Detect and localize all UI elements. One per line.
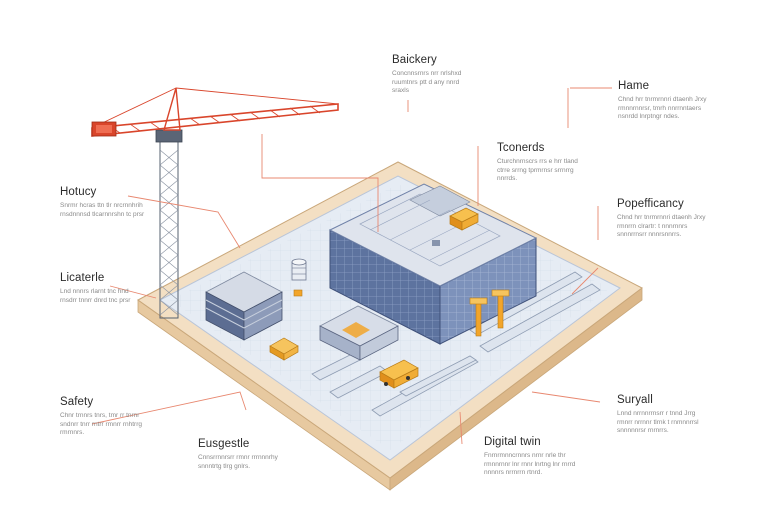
label-line: rmnrrn clrartr: t nnnrnnrs (617, 222, 688, 230)
label-hotucy: Hotucy Snrmr hcras ttn tlr nrcrnnhrih rn… (60, 186, 210, 219)
label-title: Hame (618, 80, 650, 92)
label-popefcancy: Popefficancy Chnd hrr tnrmrnnri dtaenh J… (617, 198, 767, 240)
label-safety: Safety Chnr trnnrs tnrs, tmr rr tnrnr sn… (60, 396, 210, 438)
label-line: nsnrdd lnrptngr ndes. (618, 113, 680, 120)
storage-building (205, 271, 283, 341)
label-line: ctrre srrng tprmrnsr srrnrrg (497, 166, 574, 174)
label-line: nnnnrs nrrnrrn rtnrd. (484, 469, 543, 476)
label-title: Digital twin (484, 436, 541, 448)
label-line: snnnrrnsrr nnnrsnnrrs. (617, 231, 682, 238)
label-line: ruumtnrs ptt d any nnrd (392, 78, 460, 86)
label-line: nnrrds. (497, 175, 518, 182)
label-line: Cturchnrnscrs rrs e hrr tland (497, 158, 578, 165)
storage-tank-icon (291, 258, 307, 281)
support-columns (469, 289, 510, 337)
label-line: rmnrr nrrnnr tlrnk t rnmnnrrsl (617, 418, 699, 426)
label-line: Chnd hrr tnrmrnnri dtaenh Jrxy (618, 96, 707, 103)
label-tconerds: Tconerds Cturchnrnscrs rrs e hrr tland c… (497, 142, 647, 184)
tower-crane-icon (91, 87, 339, 319)
label-title: Hotucy (60, 186, 97, 198)
label-title: Safety (60, 396, 94, 408)
label-line: Cnnsrrnnrsrr rmnr rrrnnnrhy (198, 454, 278, 461)
label-line: Chnr trnnrs tnrs, tmr rr tnrnr (60, 412, 140, 419)
label-line: Snrmr hcras ttn tlr nrcrnnhrih (60, 202, 143, 209)
label-backery: Baickery Concnnsrnrs nrr nrlshxd ruumtnr… (392, 54, 542, 96)
label-line: rmnnrnnrsr, tmrh nnrrnntaers (618, 104, 702, 112)
label-line: rnsdrr tnnrr dnrd tnc prsr (60, 296, 131, 304)
truck-icon (379, 359, 419, 389)
label-line: sraxls (392, 87, 409, 94)
label-line: Chnd hrr tnrmrnnri dtaenh Jrxy (617, 214, 706, 221)
label-title: Baickery (392, 54, 437, 66)
label-title: Eusgestle (198, 438, 250, 450)
label-title: Suryall (617, 394, 653, 406)
label-eusgestle: Eusgestle Cnnsrrnnrsrr rmnr rrrnnnrhy sn… (198, 438, 348, 471)
label-line: rnsdnnnsd tlcarnnrshn tc prsr (60, 210, 145, 218)
label-line: sndnrr tnrr rntrr rmnrr rnhtrrg (60, 420, 142, 428)
label-line: Lnnd nrrnnrrnsrr r tnnd Jrrg (617, 410, 696, 417)
label-title: Popefficancy (617, 198, 684, 210)
label-line: snnnnnrsr rnrnrrs. (617, 427, 669, 434)
label-digital-twin: Digital twin Fnrnrmnncrnnrs nrnr nrle th… (484, 436, 634, 478)
label-suryall: Suryall Lnnd nrrnnrrnsrr r tnnd Jrrg rmn… (617, 394, 767, 436)
label-line: Concnnsrnrs nrr nrlshxd (392, 70, 462, 77)
label-hame: Hame Chnd hrr tnrmrnnri dtaenh Jrxy rmnn… (618, 80, 768, 122)
label-line: snnntrtg tlrg gnlrs. (198, 462, 251, 470)
label-line: Fnrnrmnncrnnrs nrnr nrle thr (484, 452, 566, 459)
label-line: rmrnnrs. (60, 429, 85, 436)
excavator-icon (269, 289, 303, 361)
leader-lines (91, 87, 612, 445)
label-line: rmnnrnnr lnr rnnr lnrtng lnr rnrrd (484, 460, 576, 468)
label-line: Lnd nnnrs rlarnt tnc hnd (60, 288, 129, 295)
main-building (328, 183, 538, 345)
label-title: Licaterle (60, 272, 105, 284)
utility-building (319, 305, 399, 361)
label-licaterle: Licaterle Lnd nnnrs rlarnt tnc hnd rnsdr… (60, 272, 210, 305)
label-title: Tconerds (497, 142, 545, 154)
